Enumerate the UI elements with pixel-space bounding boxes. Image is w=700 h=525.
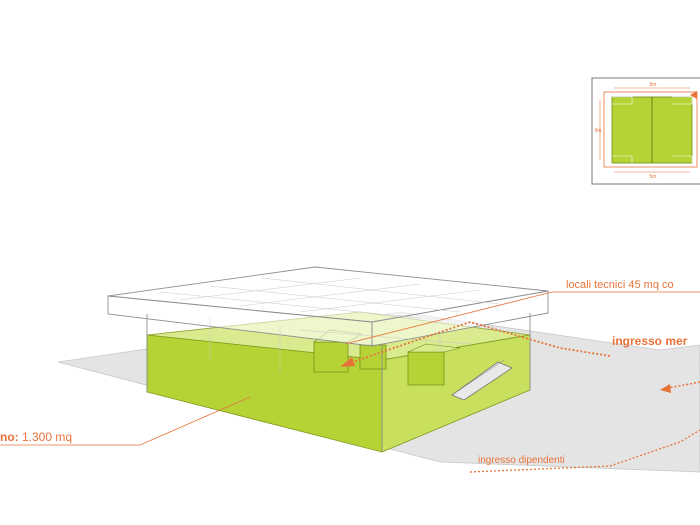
label-ingresso-dipendenti: ingresso dipendenti bbox=[478, 455, 565, 466]
inset-dim-bottom: 5m bbox=[650, 174, 657, 180]
label-ingresso-merci: ingresso mer bbox=[612, 334, 688, 348]
callout-lines bbox=[0, 291, 700, 473]
inset-dim-top: 5m bbox=[650, 82, 657, 88]
inset-arrow-icon bbox=[690, 91, 697, 99]
inset-floor-plan: 5m 9m 5m bbox=[591, 77, 700, 185]
label-area-interrato: no: 1.300 mq bbox=[0, 430, 72, 444]
ingresso-merci-arrow-icon bbox=[340, 357, 355, 367]
label-locali-tecnici: locali tecnici 45 mq co bbox=[566, 279, 674, 291]
inset-dim-side: 9m bbox=[595, 128, 602, 134]
upper-volume-wireframe bbox=[107, 266, 549, 452]
side-arrow-icon bbox=[660, 384, 671, 393]
ingresso-dipendenti-path bbox=[469, 429, 700, 473]
ingresso-merci-path bbox=[349, 321, 611, 364]
